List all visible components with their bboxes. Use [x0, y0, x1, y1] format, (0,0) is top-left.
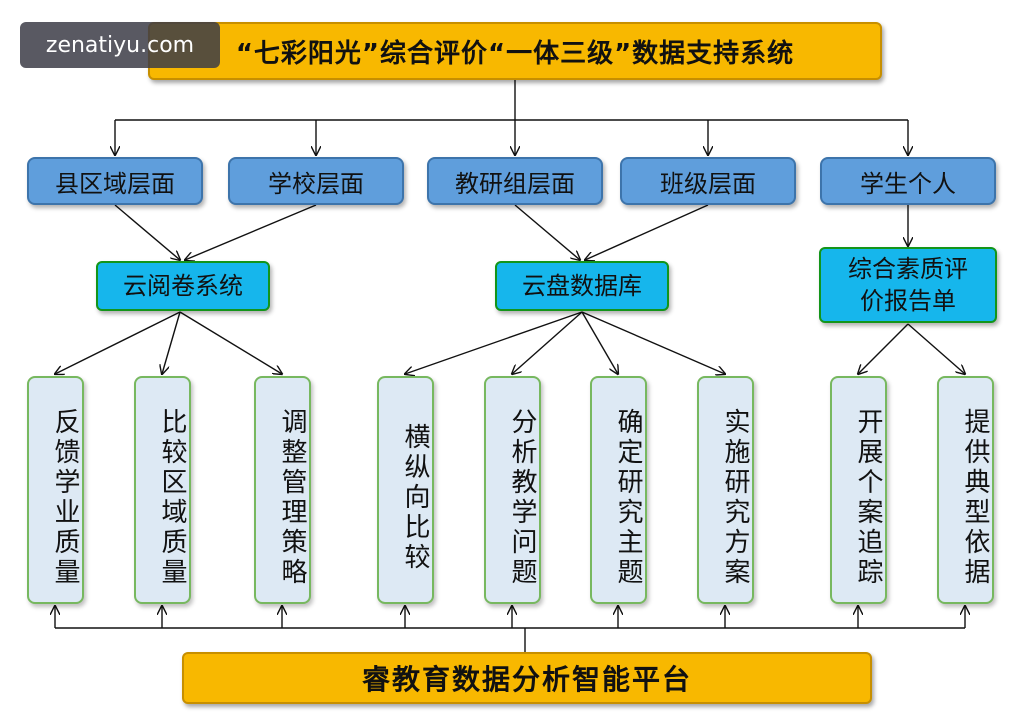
level-school: 学校层面 [228, 157, 404, 205]
leaf-case-tracking: 开展个案追踪 [830, 376, 887, 604]
level-teaching-group: 教研组层面 [427, 157, 603, 205]
level-student: 学生个人 [820, 157, 996, 205]
watermark-badge: zenatiyu.com [20, 22, 220, 68]
leaf-cross-compare: 横纵向比较 [377, 376, 434, 604]
leaf-typical-evidence: 提供典型依据 [937, 376, 994, 604]
leaf-analyze-problems: 分析教学问题 [484, 376, 541, 604]
level-county: 县区域层面 [27, 157, 203, 205]
leaf-feedback-quality: 反馈学业质量 [27, 376, 84, 604]
leaf-implement-plan: 实施研究方案 [697, 376, 754, 604]
system-quality-report: 综合素质评价报告单 [819, 247, 997, 323]
level-class: 班级层面 [620, 157, 796, 205]
leaf-adjust-strategy: 调整管理策略 [254, 376, 311, 604]
system-cloud-database: 云盘数据库 [495, 261, 669, 311]
system-title: “七彩阳光”综合评价“一体三级”数据支持系统 [148, 22, 882, 80]
analytics-platform: 睿教育数据分析智能平台 [182, 652, 872, 704]
leaf-define-topics: 确定研究主题 [590, 376, 647, 604]
leaf-compare-region: 比较区域质量 [134, 376, 191, 604]
system-cloud-marking: 云阅卷系统 [96, 261, 270, 311]
